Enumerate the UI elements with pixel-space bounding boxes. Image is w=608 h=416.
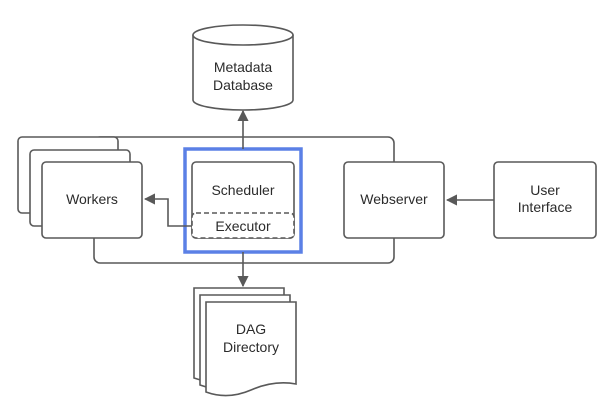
dag-directory-label-line1: DAG bbox=[236, 321, 266, 337]
executor-box bbox=[191, 212, 295, 239]
executor-to-workers-arrow bbox=[143, 193, 192, 227]
user-interface-label-line2: Interface bbox=[518, 199, 573, 215]
webserver-box bbox=[343, 161, 445, 239]
scheduler-label: Scheduler bbox=[211, 182, 274, 198]
executor-label: Executor bbox=[215, 218, 271, 234]
user-interface-label-line1: User bbox=[530, 182, 560, 198]
metadata-database-label-line1: Metadata bbox=[214, 59, 273, 75]
webserver-label: Webserver bbox=[360, 191, 428, 207]
dag-directory-label-line2: Directory bbox=[223, 339, 279, 355]
webserver-node: Webserver bbox=[343, 161, 445, 239]
workers-label: Workers bbox=[66, 191, 118, 207]
scheduler-node: Scheduler Executor bbox=[191, 161, 295, 239]
database-cylinder-top bbox=[192, 24, 294, 46]
workers-node bbox=[41, 161, 143, 239]
metadata-database-node: Metadata Database bbox=[192, 24, 294, 111]
dag-directory-node: DAG Directory bbox=[193, 287, 297, 397]
metadata-database-label-line2: Database bbox=[213, 77, 273, 93]
user-interface-node: User Interface bbox=[493, 161, 597, 239]
workers-stack: Workers bbox=[17, 136, 143, 239]
dag-page-front bbox=[205, 301, 297, 397]
